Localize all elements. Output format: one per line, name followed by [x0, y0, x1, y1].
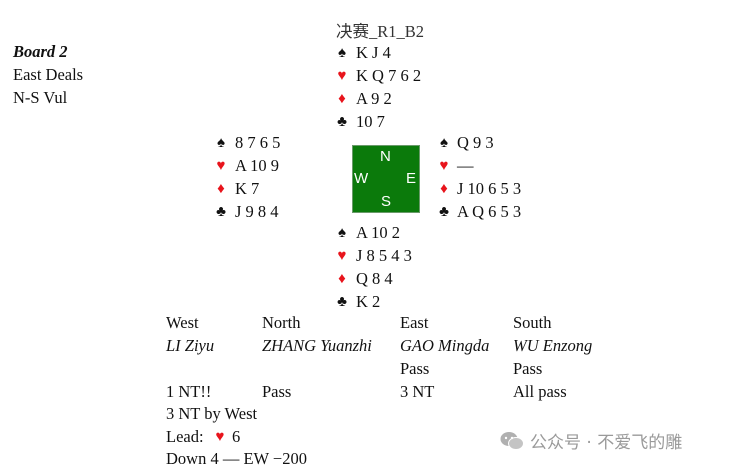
west-clubs: J 9 8 4	[235, 202, 279, 221]
north-diamonds: A 9 2	[356, 89, 392, 108]
bid: Pass	[513, 359, 543, 378]
west-spades: 8 7 6 5	[235, 133, 281, 152]
east-clubs: A Q 6 5 3	[457, 202, 522, 221]
compass-table: N S E W	[352, 145, 420, 213]
east-hearts: —	[457, 156, 474, 175]
header-east: East	[400, 313, 429, 332]
club-icon: ♣	[216, 204, 226, 220]
header-south: South	[513, 313, 552, 332]
heart-icon: ♥	[337, 68, 347, 84]
spade-icon: ♠	[338, 45, 346, 61]
diamond-icon: ♦	[338, 271, 346, 287]
watermark-text: 公众号 · 不爱飞的雕	[530, 433, 683, 453]
dealer: East Deals	[13, 65, 84, 84]
south-diamonds: Q 8 4	[356, 269, 393, 288]
lead-card: 6	[232, 427, 241, 446]
west-hearts: A 10 9	[235, 156, 280, 175]
diamond-icon: ♦	[440, 181, 448, 197]
club-icon: ♣	[439, 204, 449, 220]
south-hearts: J 8 5 4 3	[356, 246, 412, 265]
header-west: West	[166, 313, 199, 332]
result: Down 4 — EW −200	[166, 449, 307, 468]
event-title: 决赛_R1_B2	[336, 22, 425, 41]
player-east: GAO Mingda	[400, 336, 490, 355]
spade-icon: ♠	[440, 135, 448, 151]
heart-icon: ♥	[216, 158, 226, 174]
south-spades: A 10 2	[356, 223, 401, 242]
bid: Pass	[262, 382, 292, 401]
compass-south: S	[381, 193, 392, 210]
bid: 3 NT	[400, 382, 435, 401]
contract: 3 NT by West	[166, 404, 258, 423]
diamond-icon: ♦	[217, 181, 225, 197]
spade-icon: ♠	[217, 135, 225, 151]
heart-icon: ♥	[337, 248, 347, 264]
spade-icon: ♠	[338, 225, 346, 241]
player-west: LI Ziyu	[166, 336, 215, 355]
diamond-icon: ♦	[338, 91, 346, 107]
wechat-icon	[500, 431, 524, 450]
player-south: WU Enzong	[513, 336, 593, 355]
north-hearts: K Q 7 6 2	[356, 66, 422, 85]
watermark: 公众号 · 不爱飞的雕	[500, 428, 682, 453]
north-spades: K J 4	[356, 43, 391, 62]
compass-east: E	[406, 170, 417, 187]
heart-icon: ♥	[439, 158, 449, 174]
east-spades: Q 9 3	[457, 133, 494, 152]
bid: All pass	[513, 382, 567, 401]
north-clubs: 10 7	[356, 112, 385, 131]
compass-north: N	[380, 148, 391, 165]
compass-west: W	[354, 170, 369, 187]
bid: 1 NT!!	[166, 382, 212, 401]
east-diamonds: J 10 6 5 3	[457, 179, 522, 198]
lead-label: Lead:	[166, 427, 204, 446]
vulnerability: N-S Vul	[13, 88, 68, 107]
header-north: North	[262, 313, 301, 332]
south-clubs: K 2	[356, 292, 381, 311]
board-number: Board 2	[13, 42, 68, 61]
player-north: ZHANG Yuanzhi	[262, 336, 372, 355]
bid: Pass	[400, 359, 430, 378]
club-icon: ♣	[337, 294, 347, 310]
heart-icon: ♥	[215, 429, 225, 445]
club-icon: ♣	[337, 114, 347, 130]
west-diamonds: K 7	[235, 179, 260, 198]
